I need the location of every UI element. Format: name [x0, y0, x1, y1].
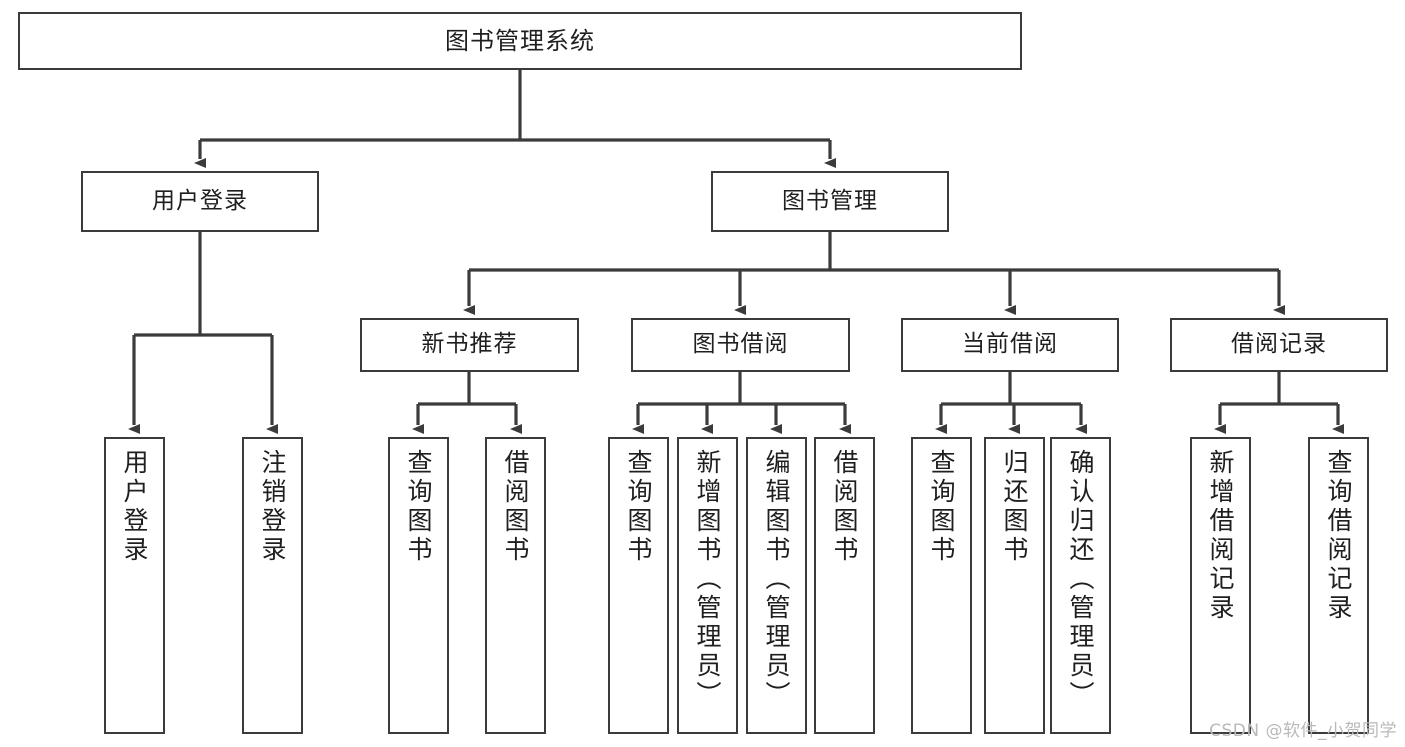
leaf-borrow-book-label: 借阅图书 [830, 449, 859, 565]
leaf-query-book-new-label: 查询图书 [404, 449, 433, 565]
leaf-add-book-admin-label: 新增图书（管理员） [693, 449, 722, 710]
leaf-query-book-borrow-label: 查询图书 [624, 449, 653, 565]
leaf-borrow-book-new-label: 借阅图书 [501, 449, 530, 565]
node-current-borrow[interactable]: 当前借阅 [901, 318, 1119, 372]
node-book-borrow-label: 图书借阅 [692, 331, 789, 358]
leaf-query-borrow-record[interactable]: 查询借阅记录 [1308, 437, 1369, 734]
node-user-login[interactable]: 用户登录 [81, 171, 319, 232]
leaf-add-book-admin[interactable]: 新增图书（管理员） [677, 437, 738, 734]
node-root-label: 图书管理系统 [445, 26, 595, 55]
leaf-query-book-current[interactable]: 查询图书 [911, 437, 972, 734]
node-new-book-recommend-label: 新书推荐 [421, 331, 518, 358]
leaf-logout-label: 注销登录 [258, 449, 287, 565]
node-book-management[interactable]: 图书管理 [711, 171, 949, 232]
leaf-query-borrow-record-label: 查询借阅记录 [1324, 449, 1353, 623]
node-book-borrow[interactable]: 图书借阅 [631, 318, 850, 372]
leaf-add-borrow-record[interactable]: 新增借阅记录 [1190, 437, 1251, 734]
leaf-borrow-book[interactable]: 借阅图书 [814, 437, 875, 734]
leaf-user-login-label: 用户登录 [120, 449, 149, 565]
node-borrow-record-label: 借阅记录 [1231, 331, 1327, 358]
leaf-confirm-return-admin[interactable]: 确认归还（管理员） [1050, 437, 1111, 734]
leaf-add-borrow-record-label: 新增借阅记录 [1206, 449, 1235, 623]
leaf-query-book-new[interactable]: 查询图书 [388, 437, 449, 734]
node-root[interactable]: 图书管理系统 [18, 12, 1022, 70]
leaf-user-login[interactable]: 用户登录 [104, 437, 165, 734]
leaf-edit-book-admin[interactable]: 编辑图书（管理员） [746, 437, 807, 734]
node-book-management-label: 图书管理 [782, 187, 878, 214]
leaf-logout[interactable]: 注销登录 [242, 437, 303, 734]
leaf-query-book-current-label: 查询图书 [927, 449, 956, 565]
leaf-return-book[interactable]: 归还图书 [984, 437, 1045, 734]
node-user-login-label: 用户登录 [152, 187, 248, 214]
leaf-confirm-return-admin-label: 确认归还（管理员） [1066, 449, 1095, 710]
leaf-edit-book-admin-label: 编辑图书（管理员） [762, 449, 791, 710]
node-current-borrow-label: 当前借阅 [962, 331, 1058, 358]
leaf-return-book-label: 归还图书 [1000, 449, 1029, 565]
leaf-query-book-borrow[interactable]: 查询图书 [608, 437, 669, 734]
node-new-book-recommend[interactable]: 新书推荐 [360, 318, 579, 372]
leaf-borrow-book-new[interactable]: 借阅图书 [485, 437, 546, 734]
node-borrow-record[interactable]: 借阅记录 [1170, 318, 1388, 372]
